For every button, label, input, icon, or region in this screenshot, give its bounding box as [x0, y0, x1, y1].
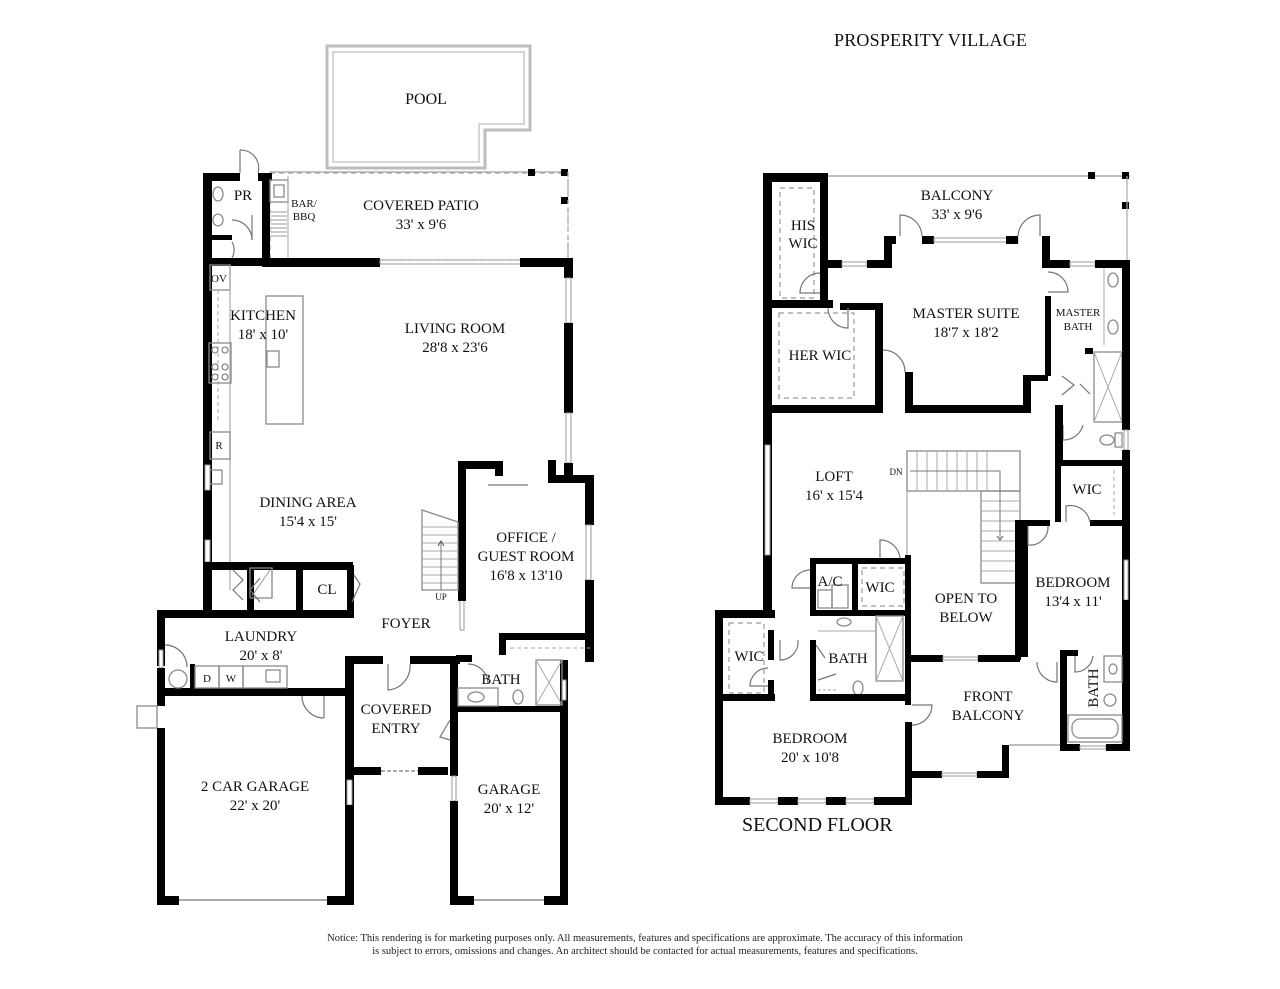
- pool-label: POOL: [405, 91, 447, 108]
- bar-label-line2: BBQ: [293, 211, 316, 223]
- master-suite-label: MASTER SUITE: [912, 306, 1019, 322]
- laundry-dims: 20' x 8': [240, 648, 283, 664]
- living-room-dims: 28'8 x 23'6: [422, 340, 488, 356]
- refrigerator-label: R: [215, 440, 223, 452]
- pool: POOL: [325, 44, 532, 170]
- washer-label: W: [226, 673, 237, 685]
- stairs-dn-label: DN: [890, 467, 903, 477]
- loft-dims: 16' x 15'4: [805, 488, 863, 504]
- garage-dims: 20' x 12': [484, 801, 535, 817]
- bedroom-right-dims: 13'4 x 11': [1044, 594, 1102, 610]
- bedroom-right-label: BEDROOM: [1035, 575, 1110, 591]
- bar-label-line1: BAR/: [291, 198, 318, 210]
- second-floor-label: SECOND FLOOR: [742, 814, 893, 836]
- office-label-line1: OFFICE /: [496, 530, 556, 546]
- two-car-garage-label: 2 CAR GARAGE: [201, 779, 309, 795]
- notice-line-2: is subject to errors, omissions and chan…: [372, 946, 918, 957]
- stairs-up-label: UP: [435, 592, 447, 602]
- front-balcony-line2: BALCONY: [952, 708, 1025, 724]
- ac-label: A/C: [817, 574, 842, 590]
- her-wic-label: HER WIC: [789, 348, 852, 364]
- front-balcony-line1: FRONT: [963, 689, 1012, 705]
- his-wic-label-line1: HIS: [791, 218, 815, 234]
- bedroom-front-dims: 20' x 10'8: [781, 750, 839, 766]
- master-bath-label-line2: BATH: [1064, 321, 1093, 333]
- oven-label: OV: [211, 273, 227, 285]
- bath-right-label: BATH: [1086, 668, 1102, 707]
- dining-area-label: DINING AREA: [259, 495, 356, 511]
- first-floor-bath-label: BATH: [481, 672, 520, 688]
- kitchen-dims: 18' x 10': [238, 327, 289, 343]
- bedroom-front-label: BEDROOM: [772, 731, 847, 747]
- foyer-label: FOYER: [381, 616, 430, 632]
- covered-patio-dims: 33' x 9'6: [396, 217, 447, 233]
- covered-entry-label-line2: ENTRY: [371, 721, 420, 737]
- plan-title: PROSPERITY VILLAGE: [834, 30, 1028, 50]
- living-room-label: LIVING ROOM: [405, 321, 505, 337]
- loft-label: LOFT: [815, 469, 853, 485]
- second-floor: HIS WIC BALCONY 33' x 9'6 HER WIC: [715, 172, 1130, 805]
- dryer-label: D: [203, 673, 211, 685]
- wic-left-label: WIC: [734, 649, 763, 665]
- master-suite-dims: 18'7 x 18'2: [933, 325, 998, 341]
- two-car-garage-dims: 22' x 20': [230, 798, 281, 814]
- office-dims: 16'8 x 13'10: [490, 568, 563, 584]
- first-floor: POOL PR BAR/ BBQ: [136, 44, 594, 905]
- master-bath-label-line1: MASTER: [1056, 307, 1101, 319]
- pr-label: PR: [234, 188, 252, 204]
- covered-patio-label: COVERED PATIO: [363, 198, 479, 214]
- wic-center-label: WIC: [865, 580, 894, 596]
- wic-right-label: WIC: [1072, 482, 1101, 498]
- his-wic-label-line2: WIC: [788, 236, 817, 252]
- notice-line-1: Notice: This rendering is for marketing …: [327, 933, 963, 944]
- bath-center-label: BATH: [828, 651, 867, 667]
- office-label-line2: GUEST ROOM: [478, 549, 575, 565]
- open-to-below-line2: BELOW: [939, 610, 993, 626]
- balcony-dims: 33' x 9'6: [932, 207, 983, 223]
- closet-label: CL: [317, 582, 336, 598]
- covered-entry-label-line1: COVERED: [361, 702, 432, 718]
- open-to-below-line1: OPEN TO: [935, 591, 998, 607]
- dining-area-dims: 15'4 x 15': [279, 514, 337, 530]
- laundry-label: LAUNDRY: [225, 629, 298, 645]
- garage-label: GARAGE: [478, 782, 541, 798]
- kitchen-label: KITCHEN: [230, 308, 296, 324]
- disclaimer-notice: Notice: This rendering is for marketing …: [300, 932, 990, 958]
- balcony-label: BALCONY: [921, 188, 994, 204]
